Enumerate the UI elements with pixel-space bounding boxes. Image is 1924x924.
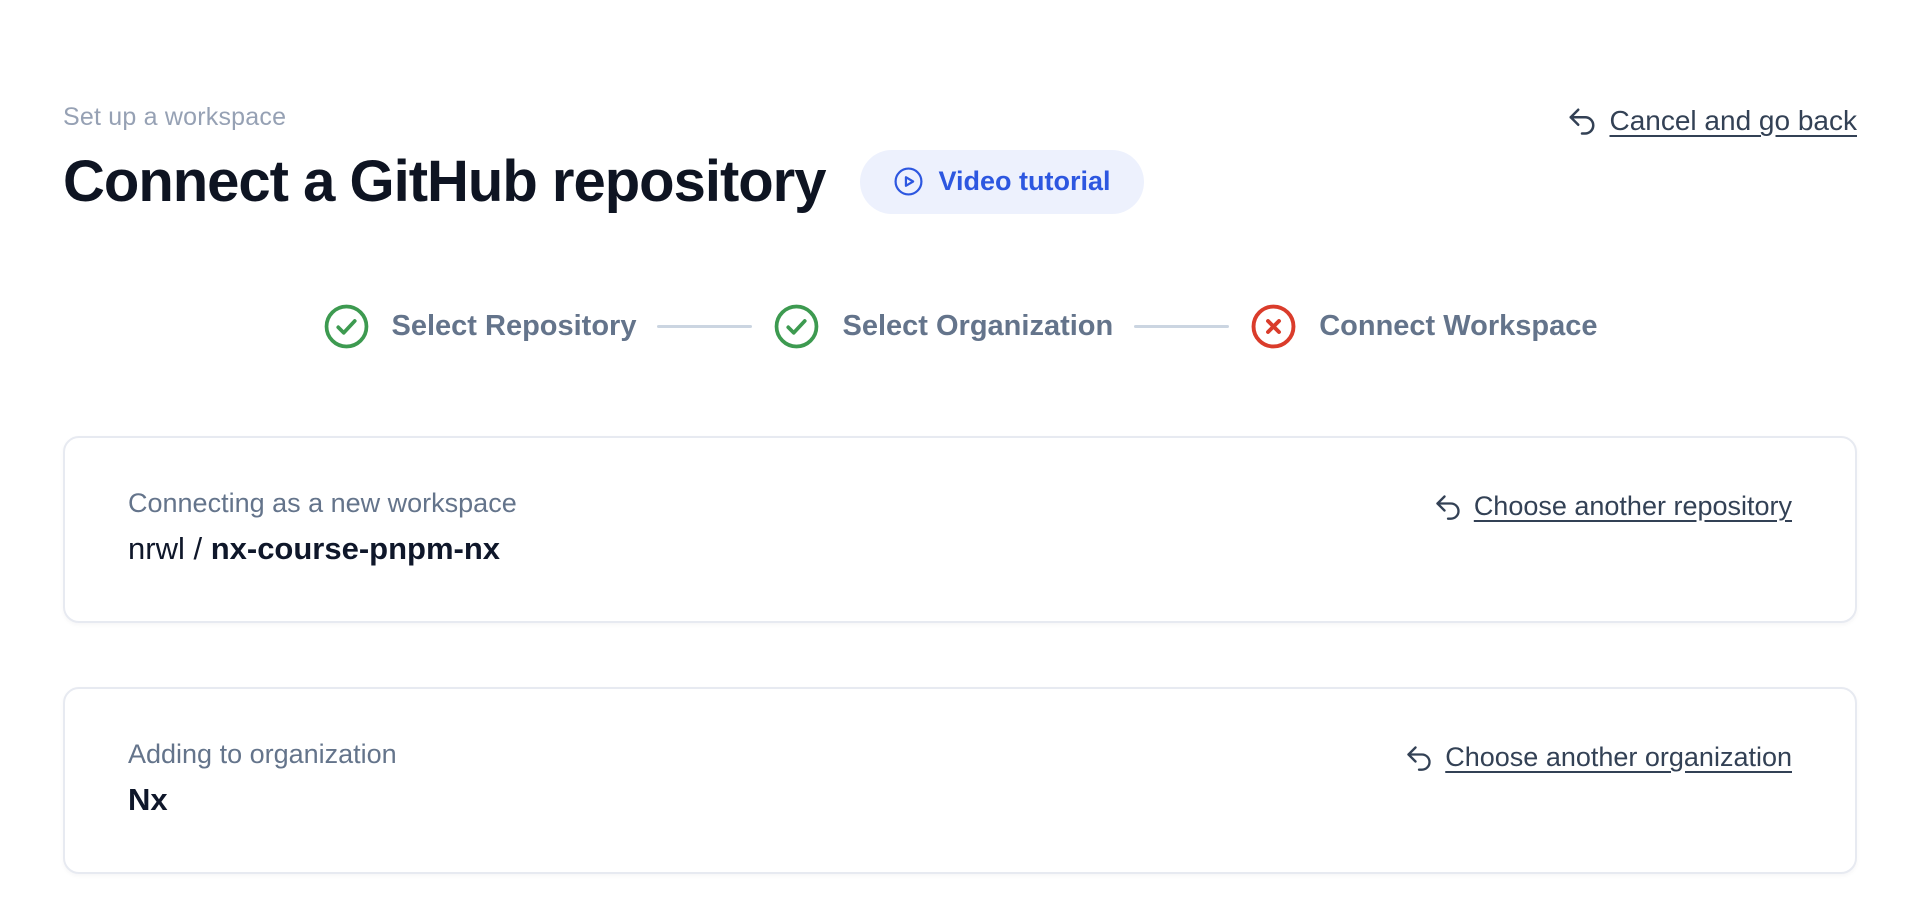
step-select-repository: Select Repository xyxy=(323,303,637,350)
cancel-and-go-back-link[interactable]: Cancel and go back xyxy=(1567,105,1857,137)
undo-icon xyxy=(1434,493,1462,521)
play-circle-icon xyxy=(893,166,924,197)
organization-card-info: Adding to organization Nx xyxy=(128,739,397,818)
organization-name: Nx xyxy=(128,782,397,818)
organization-card-label: Adding to organization xyxy=(128,739,397,769)
choose-another-repository-label: Choose another repository xyxy=(1473,491,1792,521)
stepper-connector xyxy=(1134,325,1230,328)
repository-name: nrwl / nx-course-pnpm-nx xyxy=(128,531,517,567)
repository-card: Connecting as a new workspace nrwl / nx-… xyxy=(63,436,1857,623)
step-select-organization: Select Organization xyxy=(773,303,1113,350)
choose-another-repository-link[interactable]: Choose another repository xyxy=(1434,491,1792,522)
choose-another-organization-link[interactable]: Choose another organization xyxy=(1405,742,1792,773)
selection-cards: Connecting as a new workspace nrwl / nx-… xyxy=(63,436,1857,874)
check-circle-icon xyxy=(323,303,370,350)
page-title: Connect a GitHub repository xyxy=(63,149,827,214)
repository-card-label: Connecting as a new workspace xyxy=(128,488,517,518)
header-left: Set up a workspace Connect a GitHub repo… xyxy=(63,103,1144,215)
repository-repo: nx-course-pnpm-nx xyxy=(210,531,501,566)
step-connect-workspace: Connect Workspace xyxy=(1250,303,1597,350)
cancel-link-label: Cancel and go back xyxy=(1609,105,1857,136)
eyebrow-text: Set up a workspace xyxy=(63,103,287,131)
setup-stepper: Select Repository Select Organization Co… xyxy=(63,303,1857,350)
undo-icon xyxy=(1405,744,1433,772)
organization-card: Adding to organization Nx Choose another… xyxy=(63,687,1857,874)
page-header: Set up a workspace Connect a GitHub repo… xyxy=(63,103,1857,215)
check-circle-icon xyxy=(773,303,820,350)
step-label: Connect Workspace xyxy=(1319,310,1598,342)
step-label: Select Repository xyxy=(391,310,637,342)
repository-card-info: Connecting as a new workspace nrwl / nx-… xyxy=(128,488,517,567)
stepper-connector xyxy=(657,325,753,328)
organization-value: Nx xyxy=(128,782,168,817)
x-circle-icon xyxy=(1250,303,1297,350)
repository-owner: nrwl / xyxy=(128,531,211,566)
step-label: Select Organization xyxy=(842,310,1114,342)
video-tutorial-label: Video tutorial xyxy=(938,166,1111,196)
title-row: Connect a GitHub repository Video tutori… xyxy=(63,148,1144,215)
choose-another-organization-label: Choose another organization xyxy=(1445,742,1792,772)
undo-icon xyxy=(1567,106,1597,136)
video-tutorial-button[interactable]: Video tutorial xyxy=(859,149,1144,214)
